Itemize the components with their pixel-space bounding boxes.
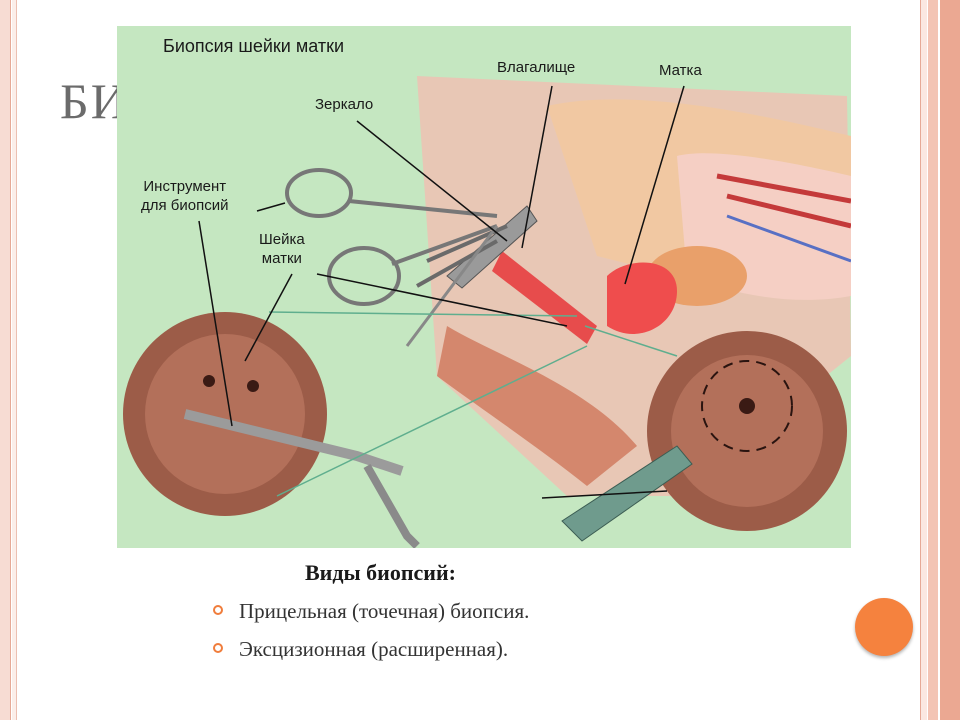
- right-border-stripe-light: [920, 0, 927, 720]
- label-biopsy-tool: Инструмент для биопсий: [141, 178, 229, 214]
- leader-instrument-ring: [256, 202, 286, 212]
- leader-uterus: [624, 85, 685, 285]
- label-speculum: Зеркало: [315, 96, 374, 113]
- list-item: Эксцизионная (расширенная).: [213, 634, 529, 672]
- label-vagina: Влагалище: [497, 59, 576, 76]
- leader-speculum: [356, 120, 508, 242]
- zoom-line: [276, 345, 588, 497]
- instrument-tip: [405, 225, 499, 347]
- uterus-shape: [607, 262, 677, 334]
- leader-scalpel: [541, 490, 668, 499]
- list-item: Прицельная (точечная) биопсия.: [213, 596, 529, 634]
- biopsy-types-heading: Виды биопсий:: [305, 560, 456, 585]
- biopsy-spot: [203, 375, 215, 387]
- bullet-circle-icon: [213, 643, 223, 653]
- cervical-biopsy-illustration: Биопсия шейки матки Влагалище Матка Зерк…: [117, 26, 851, 548]
- right-border-stripe-dark: [940, 0, 960, 720]
- label-uterus: Матка: [659, 62, 702, 79]
- label-cervix: Шейка матки: [259, 231, 305, 267]
- right-border-stripe-mid: [928, 0, 938, 720]
- instrument-ring-bottom: [327, 246, 401, 306]
- anatomy-drawing: [123, 76, 851, 548]
- decorative-orange-circle: [855, 598, 913, 656]
- vagina-channel: [492, 251, 597, 344]
- left-border-line: [12, 0, 17, 720]
- leader-vagina: [521, 85, 553, 249]
- left-border-decoration: [0, 0, 11, 720]
- figure-title: Биопсия шейки матки: [163, 36, 345, 56]
- cervix-inner-left: [145, 334, 305, 494]
- zoom-line: [584, 325, 678, 357]
- leader-instrument: [198, 220, 233, 427]
- biopsy-forceps: [183, 409, 404, 476]
- zoom-line: [268, 311, 578, 317]
- biopsy-spot: [247, 380, 259, 392]
- biopsy-types-list: Прицельная (точечная) биопсия. Эксцизион…: [213, 596, 529, 672]
- blood-vessels: [716, 173, 851, 229]
- list-item-text: Прицельная (точечная) биопсия.: [239, 599, 530, 623]
- leader-cervix: [316, 273, 568, 327]
- cervix-inner-right: [671, 355, 823, 507]
- forceps-handle: [363, 464, 420, 548]
- vein: [726, 214, 851, 263]
- slide-title: БИ: [60, 73, 129, 129]
- leader-cervix-left: [244, 273, 293, 362]
- cervical-os: [739, 398, 755, 414]
- list-item-text: Эксцизионная (расширенная).: [239, 637, 509, 661]
- bullet-circle-icon: [213, 605, 223, 615]
- instrument-ring-top: [285, 168, 353, 218]
- excision-outline: [701, 360, 793, 452]
- rectum-region: [437, 326, 637, 486]
